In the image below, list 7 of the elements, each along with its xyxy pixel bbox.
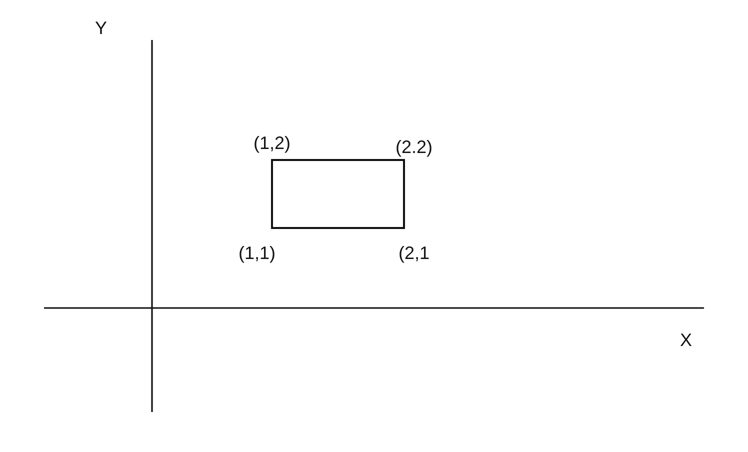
corner-coordinate-label: (2,1 xyxy=(398,244,430,262)
axis-label: Y xyxy=(95,19,107,37)
rectangle xyxy=(271,159,405,229)
corner-coordinate-label: (1,1) xyxy=(238,244,276,262)
corner-coordinate-label: (1,2) xyxy=(254,134,290,152)
axis-label: X xyxy=(680,331,692,349)
corner-coordinate-label: (2.2) xyxy=(396,138,432,156)
